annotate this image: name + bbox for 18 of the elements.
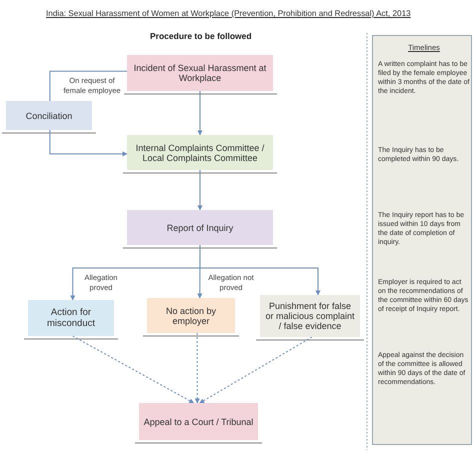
process-box: Internal Complaints Committee / Local Complaints Committee — [127, 135, 273, 170]
process-box: Report of Inquiry — [127, 210, 273, 245]
arrow — [198, 90, 202, 136]
subheading: Procedure to be followed — [150, 31, 252, 41]
arrow — [198, 170, 202, 210]
title: India: Sexual Harassment of Women at Workplace (Prevention, Prohibition and Redressal) Act, 2013 — [46, 9, 411, 18]
arrow — [200, 244, 320, 296]
process-box: Appeal to a Court / Tribunal — [139, 403, 258, 440]
arrow — [72, 336, 194, 404]
arrow — [199, 336, 312, 404]
process-box: No action by employer — [147, 298, 235, 333]
timelines-panel — [372, 35, 472, 445]
arrow — [49, 130, 128, 156]
process-box: Action for misconduct — [28, 300, 114, 336]
process-box: Conciliation — [6, 101, 92, 130]
arrow — [194, 332, 200, 404]
process-box: Punishment for false or malicious complaint / false evidence — [260, 295, 360, 337]
process-box: Incident of Sexual Harassment at Workplace — [127, 55, 273, 91]
